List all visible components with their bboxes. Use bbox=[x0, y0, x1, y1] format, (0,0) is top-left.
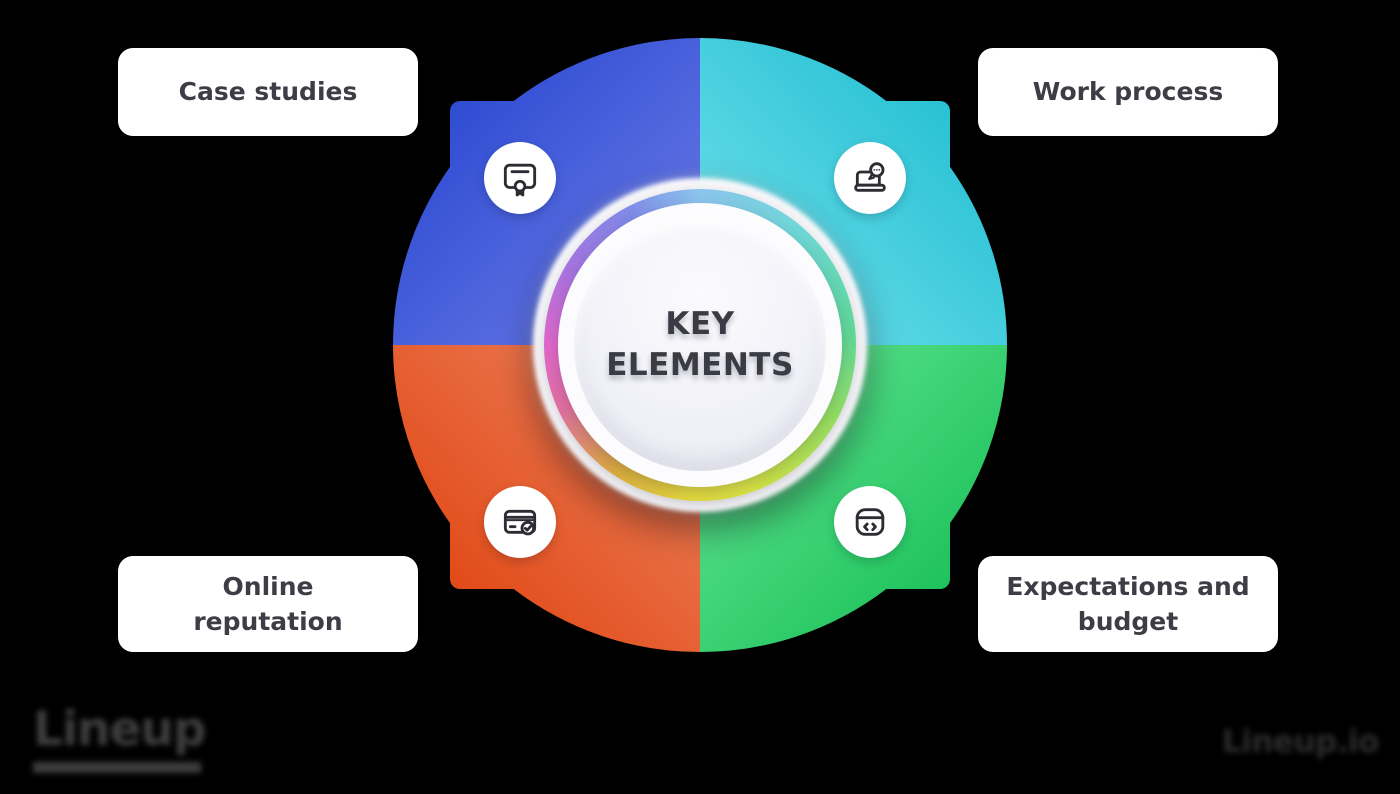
label-card-work-process: Work process bbox=[978, 48, 1278, 136]
certificate-icon-chip bbox=[484, 142, 556, 214]
window-code-icon-chip bbox=[834, 486, 906, 558]
label-online-reputation: Online reputation bbox=[193, 571, 343, 637]
label-case-studies: Case studies bbox=[178, 77, 358, 107]
card-check-icon-chip bbox=[484, 486, 556, 558]
label-expectations-budget: Expectations and budget bbox=[1006, 571, 1250, 637]
watermark-left-underline bbox=[33, 762, 201, 773]
card-check-icon bbox=[503, 509, 537, 536]
certificate-icon bbox=[503, 163, 537, 197]
center-disc: KEY ELEMENTS bbox=[574, 219, 826, 471]
label-card-case-studies: Case studies bbox=[118, 48, 418, 136]
window-code-icon bbox=[855, 508, 885, 536]
laptop-chat-icon-chip bbox=[834, 142, 906, 214]
watermark-right: Lineup.io bbox=[1222, 724, 1379, 760]
label-card-online-reputation: Online reputation bbox=[118, 556, 418, 652]
laptop-chat-icon bbox=[854, 162, 886, 192]
label-work-process: Work process bbox=[1032, 77, 1224, 107]
watermark-left-text: Lineup bbox=[33, 702, 206, 757]
label-card-expectations-budget: Expectations and budget bbox=[978, 556, 1278, 652]
watermark-left: Lineup bbox=[33, 702, 206, 773]
center-title: KEY ELEMENTS bbox=[606, 306, 794, 383]
